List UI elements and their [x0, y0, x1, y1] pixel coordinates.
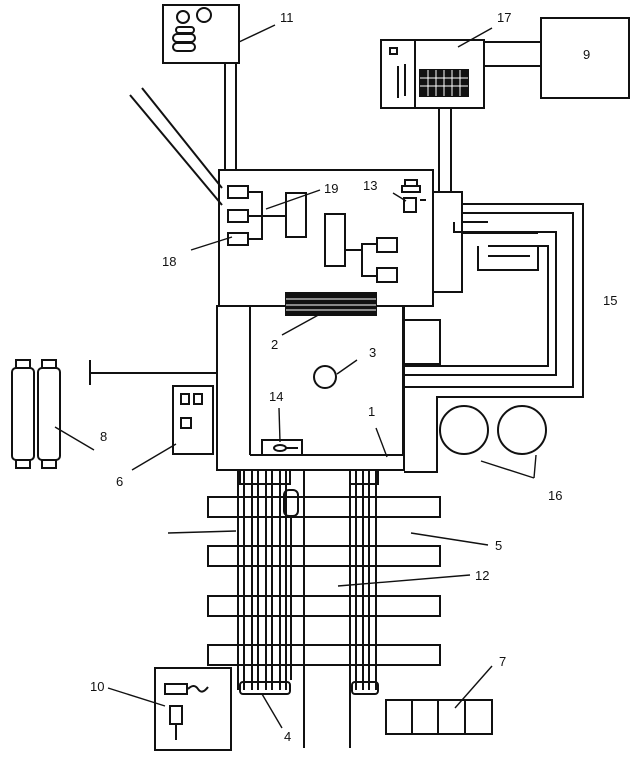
unit-17 [380, 39, 485, 192]
label-2: 2 [271, 337, 278, 352]
label-15: 15 [603, 293, 617, 308]
label-11: 11 [280, 10, 294, 25]
label-7: 7 [499, 654, 506, 669]
label-17: 17 [497, 10, 511, 25]
label-16: 16 [548, 488, 562, 503]
unit-8 [11, 359, 217, 469]
unit-10 [154, 667, 232, 751]
unit-9 [484, 17, 630, 99]
label-3: 3 [369, 345, 376, 360]
control-cabinet [218, 169, 463, 307]
label-8: 8 [100, 429, 107, 444]
leader-lines [54, 24, 537, 729]
unit-6 [172, 385, 214, 455]
rail-track [207, 469, 441, 748]
pipe-loop-15 [404, 203, 584, 473]
label-5: 5 [495, 538, 502, 553]
unit-11 [162, 4, 240, 170]
label-12: 12 [475, 568, 489, 583]
label-4: 4 [284, 729, 291, 744]
furnace-body [216, 292, 441, 471]
label-13: 13 [363, 178, 377, 193]
label-14: 14 [269, 389, 283, 404]
number-labels: 11 17 9 19 13 18 15 2 3 14 1 8 6 16 5 12… [90, 10, 617, 744]
label-19: 19 [324, 181, 338, 196]
label-10: 10 [90, 679, 104, 694]
diagonal-pipes [129, 87, 223, 206]
label-6: 6 [116, 474, 123, 489]
label-18: 18 [162, 254, 176, 269]
label-9: 9 [583, 47, 590, 62]
label-1: 1 [368, 404, 375, 419]
tanks-16 [439, 405, 547, 455]
unit-7 [385, 699, 493, 735]
